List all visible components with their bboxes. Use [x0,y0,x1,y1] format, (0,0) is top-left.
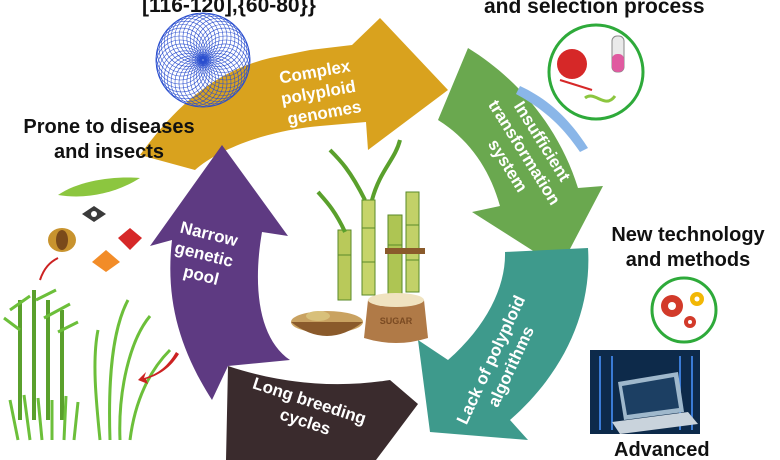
arrow-complex-polyploid-genomes [140,18,448,170]
arrow-shape-lack-of-polyploid-algorithms [418,248,589,440]
left-label-line-1: Prone to diseases [23,116,195,138]
insects-icon [39,177,142,281]
spirograph-icon [155,12,251,108]
arrow-label-complex-polyploid-genomes: Complex polyploid genomes [276,55,366,129]
arrow-shape-long-breeding-cycles [226,366,418,460]
arrow-long-breeding-cycles [226,366,418,460]
top-right-label: and selection process [484,0,705,18]
arrow-shape-insufficient-transformation [438,48,603,268]
sugar-bowl-icon [291,311,363,336]
gears-icon [650,276,718,344]
lab-icon [547,23,645,121]
arrow-lack-of-polyploid-algorithms [418,248,589,440]
grass-plant-icon [93,299,172,441]
sugar-bag-icon: SUGAR [364,293,428,343]
left-label: Prone to diseases and insects [14,115,204,165]
bamboo-icon [3,288,80,441]
right-label-line-2: and methods [625,249,751,271]
left-label-line-2: and insects [53,141,165,163]
laptop-server-icon [590,350,700,434]
sugar-bag-text: SUGAR [380,316,413,326]
bottom-right-label: Advanced [614,439,710,460]
arrow-insufficient-transformation [438,48,603,268]
arrow-narrow-genetic-pool [150,145,290,400]
right-label: New technology and methods [598,223,778,273]
blue-ribbon [516,86,588,152]
arrow-shape-complex-polyploid-genomes [140,18,448,170]
sugarcane-icon [316,139,425,301]
top-label: [116-120],{60-80}} [142,0,316,17]
red-arrow-icon [138,352,179,384]
right-label-line-1: New technology [611,224,765,246]
arrow-shape-narrow-genetic-pool [150,145,290,400]
